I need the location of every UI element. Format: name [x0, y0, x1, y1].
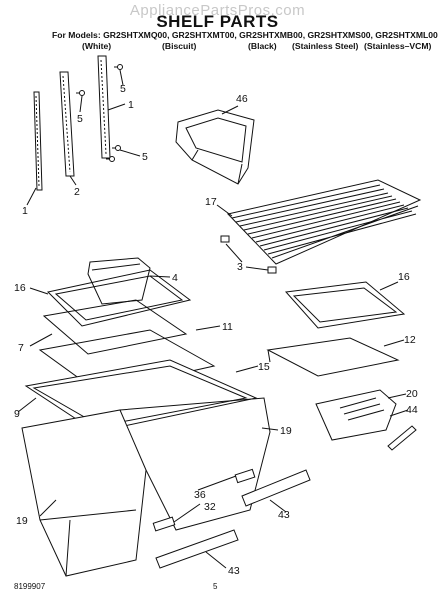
- callout-17: 17: [205, 196, 217, 208]
- part-rail-right: [97, 55, 111, 159]
- color-stainless: (Stainless Steel): [292, 41, 359, 51]
- part-shelf-support: [29, 299, 188, 355]
- callout-1b: 1: [128, 99, 134, 111]
- color-white: (White): [82, 41, 112, 51]
- callout-46: 46: [236, 93, 248, 105]
- callout-2: 2: [74, 186, 80, 198]
- part-pan-rail: [387, 425, 417, 451]
- page-title: SHELF PARTS: [156, 12, 279, 31]
- callout-5c: 5: [142, 151, 148, 163]
- callout-1a: 1: [22, 205, 28, 217]
- part-shelf-frame-right: [284, 281, 406, 329]
- callout-labels: 1 2 1 5 5 5 46 17 3 4 16 16 7 11 12 15 9…: [14, 83, 418, 577]
- callout-5b: 5: [77, 113, 83, 125]
- part-shelf-clips: [220, 235, 277, 274]
- part-rail-left: [33, 91, 43, 191]
- footer-page-number: 5: [213, 582, 218, 591]
- part-meat-pan: [315, 389, 409, 441]
- watermark-text: AppliancePartsPros.com: [129, 2, 306, 19]
- part-slides: [152, 468, 256, 532]
- callout-4: 4: [172, 272, 178, 284]
- screw-icons: [76, 64, 123, 162]
- callout-5a: 5: [120, 83, 126, 95]
- part-basket: [87, 257, 171, 305]
- callout-36: 36: [194, 489, 206, 501]
- part-shelf-frame-left: [29, 269, 192, 327]
- callout-15: 15: [258, 361, 270, 373]
- callout-19a: 19: [280, 425, 292, 437]
- callout-16a: 16: [14, 282, 26, 294]
- callout-3: 3: [237, 261, 243, 273]
- callout-16b: 16: [398, 271, 410, 283]
- color-black: (Black): [248, 41, 277, 51]
- callout-43b: 43: [228, 565, 240, 577]
- part-crisper-cover: [17, 359, 259, 433]
- part-drawer-handles: [155, 469, 311, 569]
- callout-7: 7: [18, 342, 24, 354]
- callout-9: 9: [14, 408, 20, 420]
- callout-44: 44: [406, 404, 418, 416]
- callout-20: 20: [406, 388, 418, 400]
- part-door-bin: [175, 105, 255, 185]
- color-biscuit: (Biscuit): [162, 41, 197, 51]
- part-crisper-drawers: [21, 397, 279, 577]
- callout-19b: 19: [16, 515, 28, 527]
- callout-11: 11: [222, 321, 233, 333]
- part-rail-center: [59, 71, 75, 177]
- part-wire-shelf: [216, 179, 422, 265]
- footer-document-code: 8199907: [14, 582, 46, 591]
- callout-32: 32: [204, 501, 216, 513]
- color-stainless-vcm: (Stainless–VCM): [364, 41, 432, 51]
- part-shelf-right: [266, 337, 405, 377]
- callout-43a: 43: [278, 509, 290, 521]
- models-line: For Models: GR2SHTXMQ00, GR2SHTXMT00, GR…: [52, 30, 438, 40]
- callout-12: 12: [404, 334, 416, 346]
